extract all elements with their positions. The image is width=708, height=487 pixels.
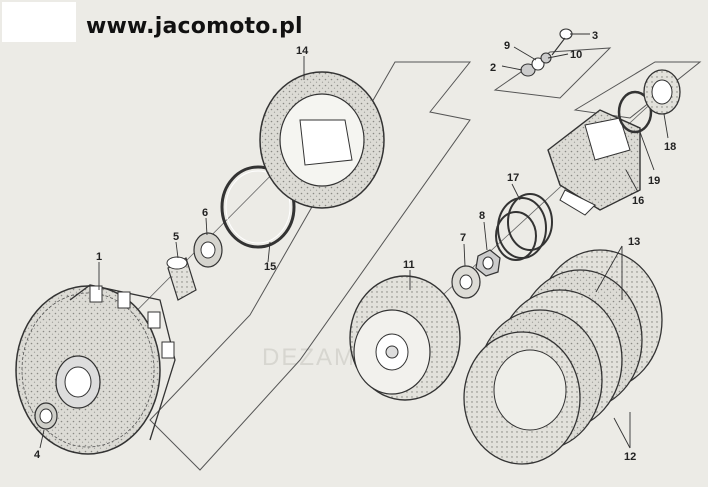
part-5-bushing xyxy=(166,256,197,301)
label-part-9: 9 xyxy=(504,40,510,52)
label-part-16: 16 xyxy=(632,195,644,207)
label-part-11: 11 xyxy=(403,259,415,271)
site-name[interactable]: www.jacomoto.pl xyxy=(86,14,303,39)
label-part-10: 10 xyxy=(570,49,582,61)
part-19-circlip xyxy=(617,90,653,134)
part-1-clutch-housing xyxy=(15,284,176,455)
part-6-washer xyxy=(193,232,223,268)
label-part-8: 8 xyxy=(479,210,485,222)
label-part-13: 13 xyxy=(628,236,640,248)
part-14-pressure-plate xyxy=(259,71,385,209)
label-part-12: 12 xyxy=(624,451,636,463)
leader-lines xyxy=(39,33,669,449)
part-4-washer xyxy=(34,402,58,430)
label-part-3: 3 xyxy=(592,30,598,42)
label-part-15: 15 xyxy=(264,261,276,273)
part-8-nut xyxy=(475,249,501,277)
parts-small-hardware xyxy=(520,28,573,77)
label-part-4: 4 xyxy=(34,449,41,461)
part-7-lock-washer xyxy=(451,265,481,299)
label-part-19: 19 xyxy=(648,175,660,187)
label-part-14: 14 xyxy=(296,45,309,57)
part-12-13-clutch-plates xyxy=(463,249,663,465)
label-part-7: 7 xyxy=(460,232,466,244)
part-16-spring-cup xyxy=(547,109,641,216)
part-18-cap xyxy=(643,69,681,115)
label-part-2: 2 xyxy=(490,62,496,74)
label-part-6: 6 xyxy=(202,207,208,219)
label-part-1: 1 xyxy=(96,251,102,263)
label-part-18: 18 xyxy=(664,141,676,153)
part-15-circlip xyxy=(220,165,296,249)
part-17-springs xyxy=(495,193,553,261)
part-11-clutch-hub xyxy=(349,275,461,401)
label-part-5: 5 xyxy=(173,231,179,243)
corner-blank-patch xyxy=(2,2,76,42)
label-part-17: 17 xyxy=(507,172,519,184)
